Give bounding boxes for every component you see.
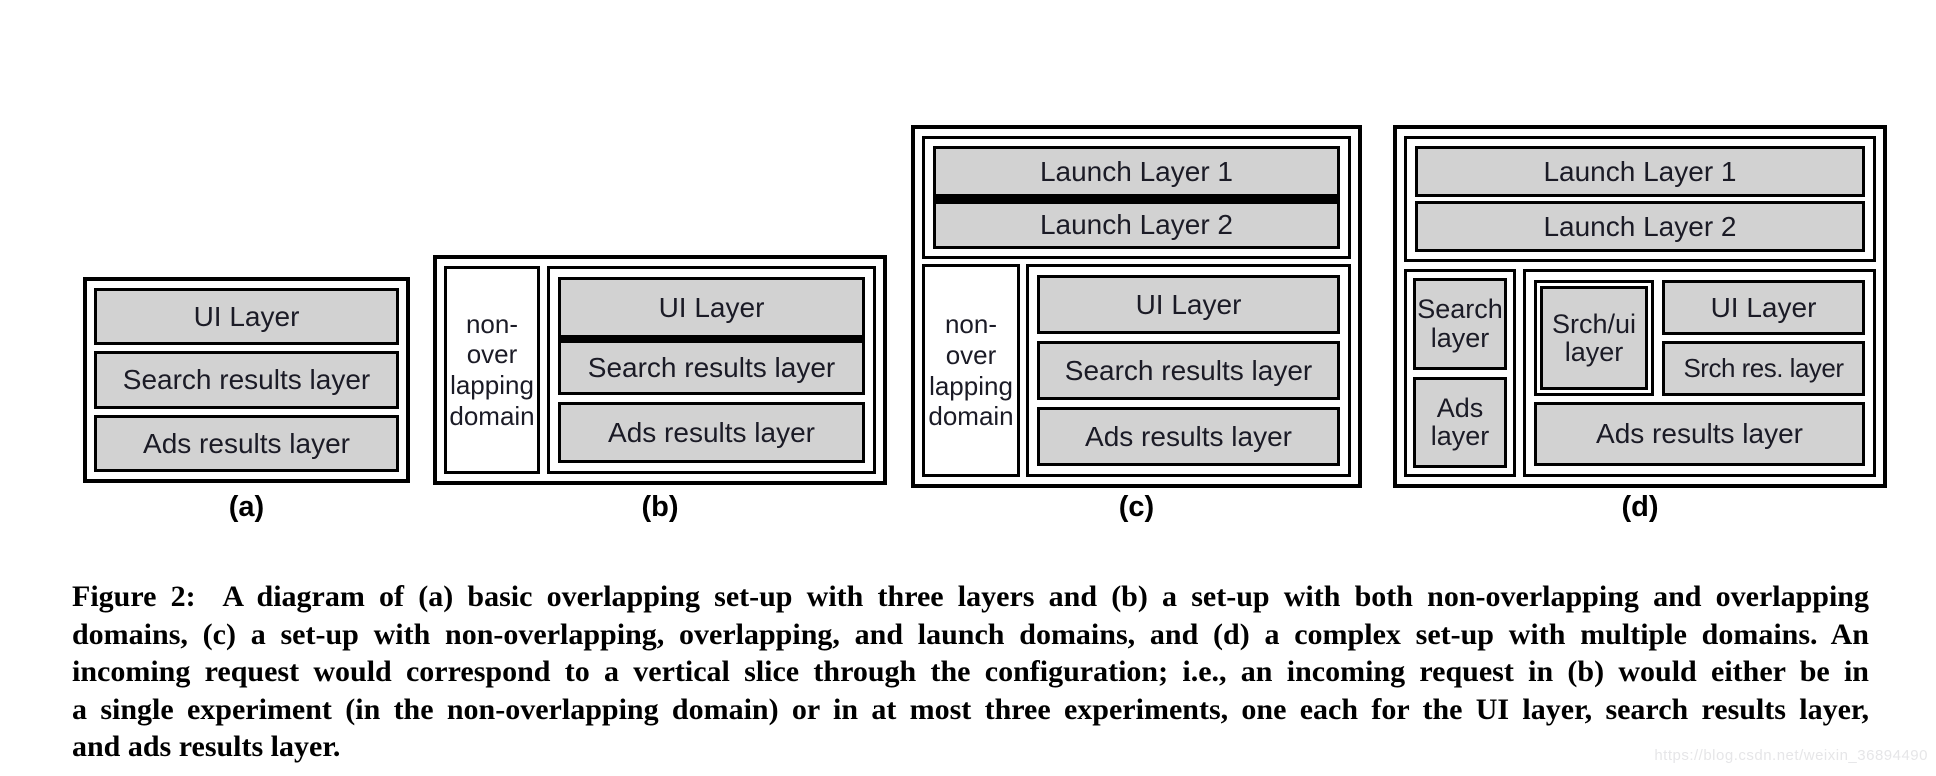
overlapping-domain-box: UI Layer Search results layer Ads result… [1026, 264, 1351, 477]
diagram-b-label: (b) [641, 491, 679, 523]
search-results-layer-box: Search results layer [558, 338, 865, 396]
ads-results-layer-box: Ads results layer [1534, 402, 1865, 466]
srch-ui-layer-outer-box: Srch/ui layer [1534, 280, 1654, 396]
diagram-c: Launch Layer 1 Launch Layer 2 non- over … [911, 125, 1362, 488]
diagram-d-right-column: UI Layer Srch res. layer [1662, 280, 1865, 396]
diagram-b: non- over lapping domain UI Layer Search… [433, 255, 887, 485]
ui-layer-box: UI Layer [1037, 275, 1340, 334]
non-overlapping-domain-box: non- over lapping domain [922, 264, 1020, 477]
diagram-d-top-row: Srch/ui layer UI Layer Srch res. layer [1534, 280, 1865, 396]
diagram-a-label: (a) [228, 491, 265, 523]
diagram-d-bottom-row: Search layer Ads layer Srch/ui layer UI … [1404, 269, 1876, 477]
search-ads-domain-box: Search layer Ads layer [1404, 269, 1516, 477]
diagram-d: Launch Layer 1 Launch Layer 2 Search lay… [1393, 125, 1887, 488]
launch-layer-2-box: Launch Layer 2 [933, 199, 1340, 249]
ads-results-layer-box: Ads results layer [94, 414, 399, 472]
diagram-c-outer-box: Launch Layer 1 Launch Layer 2 non- over … [911, 125, 1362, 488]
ui-layer-box: UI Layer [94, 288, 399, 346]
launch-layer-1-box: Launch Layer 1 [1415, 146, 1865, 197]
non-overlapping-domain-box: non- over lapping domain [444, 266, 540, 474]
diagram-d-outer-box: Launch Layer 1 Launch Layer 2 Search lay… [1393, 125, 1887, 488]
overlapping-domain-box: UI Layer Search results layer Ads result… [547, 266, 876, 474]
caption-line-2: domains, (c) a set-up with non-overlappi… [72, 617, 1869, 651]
caption-line-1: Figure 2: A diagram of (a) basic overlap… [72, 580, 1869, 613]
launch-domain-box: Launch Layer 1 Launch Layer 2 [922, 136, 1351, 259]
ads-results-layer-box: Ads results layer [1037, 407, 1340, 466]
figure-caption: Figure 2: A diagram of (a) basic overlap… [72, 578, 1869, 766]
caption-line-3: incoming request would correspond to a v… [72, 655, 1869, 689]
search-layer-box: Search layer [1413, 278, 1507, 370]
diagram-a-outer-box: UI Layer Search results layer Ads result… [83, 277, 410, 483]
srch-res-layer-box: Srch res. layer [1662, 341, 1865, 396]
launch-domain-box: Launch Layer 1 Launch Layer 2 [1404, 136, 1876, 262]
diagram-b-outer-box: non- over lapping domain UI Layer Search… [433, 255, 887, 485]
csdn-watermark: https://blog.csdn.net/weixin_36894490 [1654, 747, 1928, 764]
caption-line-4: a single experiment (in the non-overlapp… [72, 692, 1869, 726]
launch-layer-1-box: Launch Layer 1 [933, 146, 1340, 200]
ui-layer-box: UI Layer [558, 277, 865, 339]
ads-layer-box: Ads layer [1413, 376, 1507, 468]
launch-layer-2-box: Launch Layer 2 [1415, 201, 1865, 252]
ads-results-layer-box: Ads results layer [558, 402, 865, 464]
diagram-c-label: (c) [1118, 491, 1155, 523]
search-results-layer-box: Search results layer [94, 351, 399, 409]
diagram-a: UI Layer Search results layer Ads result… [83, 277, 410, 483]
search-results-layer-box: Search results layer [1037, 341, 1340, 400]
caption-line-5: and ads results layer. [72, 730, 341, 764]
diagram-c-bottom-row: non- over lapping domain UI Layer Search… [922, 264, 1351, 477]
ui-layer-box: UI Layer [1662, 280, 1865, 335]
diagram-d-label: (d) [1621, 491, 1659, 523]
overlapping-domain-box: Srch/ui layer UI Layer Srch res. layer A… [1523, 269, 1876, 477]
srch-ui-layer-box: Srch/ui layer [1540, 286, 1648, 390]
